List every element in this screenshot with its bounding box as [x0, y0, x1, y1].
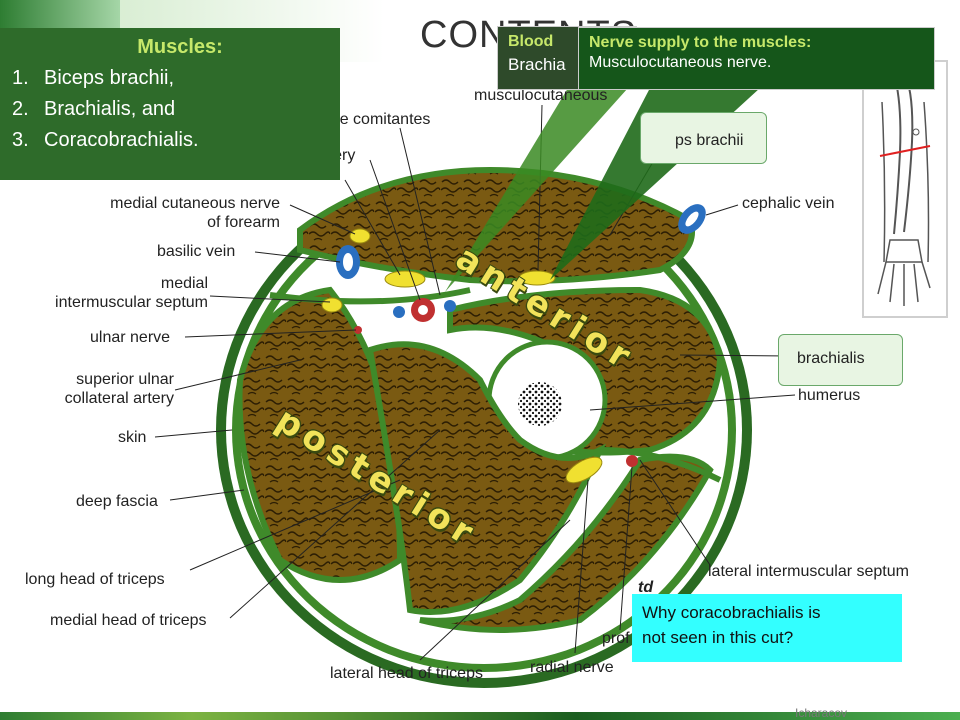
label-medial-intermuscular-septum: medial intermuscular septum — [55, 275, 208, 311]
arm-skeleton-icon — [877, 71, 931, 306]
label-musculocutaneous: musculocutaneous — [474, 87, 608, 104]
vena-comitans-1 — [393, 306, 405, 318]
question-callout: Why coracobrachialis is not seen in this… — [632, 594, 902, 662]
muscle-item: 3.Coracobrachialis. — [12, 129, 199, 151]
label-biceps-brachii: ps brachii — [675, 132, 744, 149]
top-band-accent — [0, 0, 120, 30]
label-profunda: prof — [602, 630, 630, 647]
lateral-intermuscular-septum — [599, 447, 722, 483]
label-deep-fascia: deep fascia — [76, 493, 158, 510]
label-superior-ulnar-collateral-artery: superior ulnar collateral artery — [64, 371, 174, 407]
medial-cutaneous-nerve — [349, 228, 371, 244]
label-humerus: humerus — [798, 387, 861, 404]
muscle-item: 1.Biceps brachii, — [12, 67, 175, 89]
musculocutaneous-nerve — [518, 270, 556, 286]
biceps-callout: ps brachii — [640, 112, 767, 164]
medial-intermuscular-septum — [269, 287, 471, 305]
author-note: Icharacov — [795, 706, 848, 720]
label-radial-nerve: radial nerve — [530, 659, 614, 676]
nerve-supply-callout: Nerve supply to the muscles: Musculocuta… — [578, 27, 935, 90]
label-basilic-vein: basilic vein — [157, 243, 236, 260]
label-ulnar-nerve: ulnar nerve — [90, 329, 171, 346]
question-line: Why coracobrachialis is — [642, 603, 821, 622]
lateral-head-triceps-muscle — [419, 453, 714, 633]
label-medial-head-triceps: medial head of triceps — [50, 612, 207, 629]
label-brachialis: brachialis — [797, 350, 865, 367]
label-lateral-intermuscular-septum: lateral intermuscular septum — [708, 563, 909, 580]
nerve-supply-text: Musculocutaneous nerve. — [589, 54, 772, 71]
label-skin: skin — [118, 429, 147, 446]
profunda-brachii-artery — [626, 455, 638, 467]
question-line: not seen in this cut? — [642, 628, 794, 647]
bottom-band — [0, 712, 960, 720]
label-medial-cutaneous-nerve: medial cutaneous nerve of forearm — [110, 195, 280, 231]
bone-marrow — [518, 382, 562, 426]
label-long-head-triceps: long head of triceps — [25, 571, 165, 588]
blood-supply-text: Brachia — [508, 55, 566, 74]
superior-ulnar-collateral-artery — [354, 326, 362, 334]
radial-nerve — [565, 456, 603, 484]
label-td: td — [638, 579, 654, 596]
vena-comitans-2 — [444, 300, 456, 312]
nerve-supply-title: Nerve supply to the muscles: — [589, 34, 812, 51]
median-nerve — [384, 270, 426, 288]
blood-supply-title: Blood — [508, 33, 554, 50]
arm-skeleton-inset — [862, 60, 948, 318]
brachialis-callout: brachialis — [778, 334, 903, 386]
label-cephalic-vein: cephalic vein — [742, 195, 835, 212]
muscles-callout: Muscles: 1.Biceps brachii, 2.Brachialis,… — [0, 28, 340, 180]
muscles-title: Muscles: — [137, 36, 223, 58]
ulnar-nerve — [321, 297, 343, 313]
label-lateral-head-triceps: lateral head of triceps — [330, 665, 483, 682]
muscle-item: 2.Brachialis, and — [12, 98, 176, 120]
blood-callout-pointer — [445, 88, 628, 292]
